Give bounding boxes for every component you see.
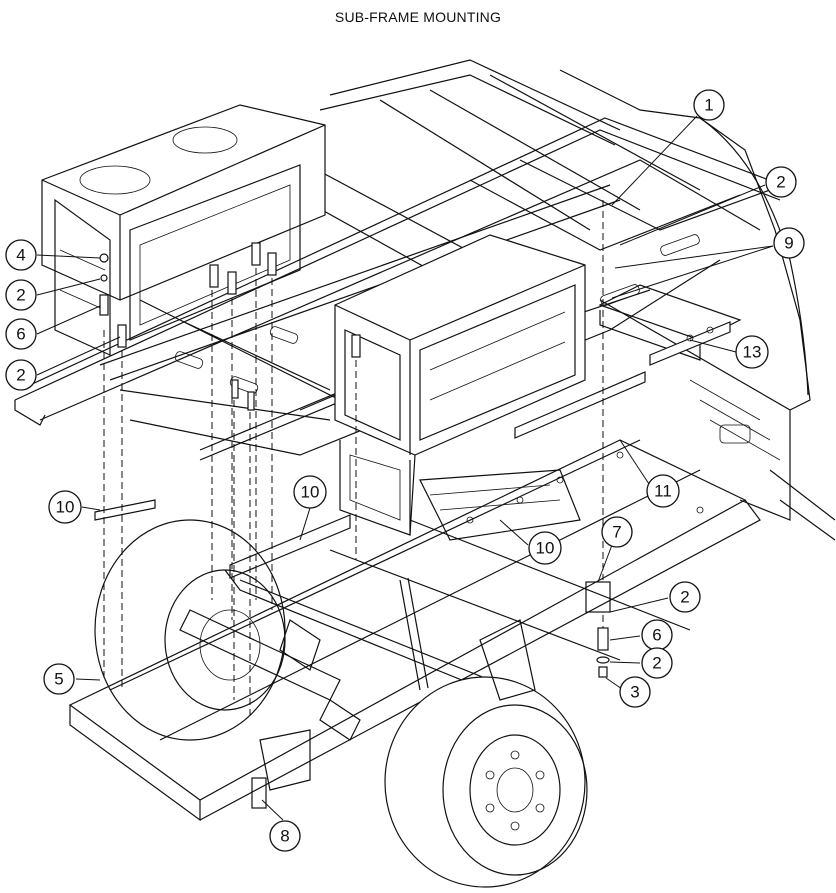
callout-8: 8 — [269, 820, 301, 852]
svg-text:2: 2 — [776, 173, 785, 192]
svg-text:6: 6 — [16, 325, 25, 344]
svg-text:4: 4 — [16, 246, 25, 265]
svg-text:1: 1 — [704, 96, 713, 115]
callout-13: 13 — [735, 335, 769, 369]
svg-text:13: 13 — [743, 343, 762, 362]
center-cabinet — [334, 234, 586, 536]
svg-text:10: 10 — [301, 483, 320, 502]
body-outline — [559, 69, 836, 541]
svg-text:2: 2 — [16, 366, 25, 385]
callout-2-left-upper: 2 — [5, 279, 37, 311]
svg-text:11: 11 — [654, 482, 672, 501]
callout-10-right: 10 — [528, 531, 562, 565]
front-right-wheel — [384, 676, 588, 888]
callout-10-center: 10 — [293, 475, 327, 509]
axle-suspension — [179, 577, 536, 791]
callout-2-right-upper: 2 — [669, 581, 701, 613]
page-title: SUB-FRAME MOUNTING — [334, 9, 502, 25]
mounting-studs — [99, 242, 361, 411]
callout-2-left-lower: 2 — [5, 359, 37, 391]
svg-text:7: 7 — [612, 523, 621, 542]
svg-text:3: 3 — [630, 683, 639, 702]
loose-parts — [94, 321, 731, 809]
svg-text:10: 10 — [536, 539, 555, 558]
svg-text:5: 5 — [54, 670, 63, 689]
svg-text:2: 2 — [680, 588, 689, 607]
leader-lines — [36, 115, 774, 821]
callout-10-left: 10 — [48, 490, 82, 524]
svg-text:8: 8 — [280, 827, 289, 846]
alignment-lines — [103, 200, 604, 720]
callout-6-left: 6 — [5, 318, 37, 350]
callout-2-right-lower: 2 — [641, 647, 673, 679]
callout-11: 11 — [646, 474, 680, 508]
callout-1: 1 — [693, 89, 725, 121]
chassis-frame — [68, 439, 761, 822]
svg-text:2: 2 — [652, 654, 661, 673]
callout-5: 5 — [43, 663, 75, 695]
svg-text:9: 9 — [784, 234, 793, 253]
svg-text:10: 10 — [56, 498, 75, 517]
callout-9: 9 — [773, 227, 805, 259]
callout-3: 3 — [619, 676, 651, 708]
svg-text:6: 6 — [652, 626, 661, 645]
callout-4: 4 — [5, 239, 37, 271]
left-cabinet — [41, 104, 326, 356]
svg-text:2: 2 — [16, 286, 25, 305]
callout-7: 7 — [601, 516, 633, 548]
callout-2-top-right: 2 — [765, 166, 797, 198]
rear-left-wheel — [94, 519, 286, 741]
callout-6-right: 6 — [641, 619, 673, 651]
